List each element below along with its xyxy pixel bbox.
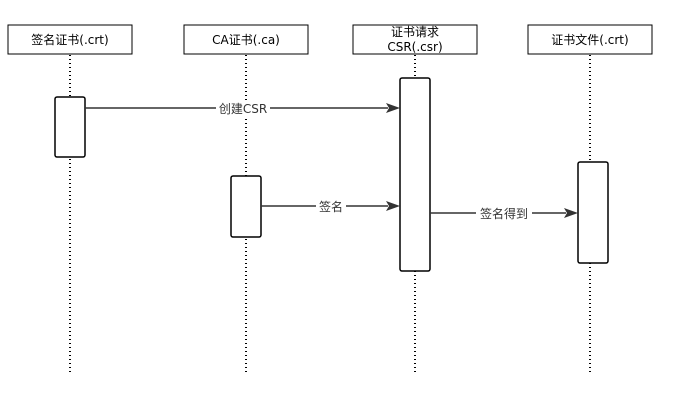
message-sign: 签名 — [261, 198, 400, 214]
participant-label-signing-cert: 签名证书(.crt) — [31, 32, 108, 47]
activation-ca-cert — [230, 175, 262, 238]
message-label-create-csr: 创建CSR — [219, 102, 267, 116]
message-create-csr: 创建CSR — [85, 100, 400, 116]
message-label-signed-result: 签名得到 — [480, 206, 528, 221]
participant-cert-file: 证书文件(.crt) — [527, 24, 653, 55]
arrowhead-icon — [564, 208, 578, 218]
participant-label-ca-cert: CA证书(.ca) — [212, 33, 280, 47]
participant-signing-cert: 签名证书(.crt) — [7, 24, 133, 55]
participant-ca-cert: CA证书(.ca) — [183, 24, 309, 55]
activation-cert-file — [577, 161, 609, 264]
participant-label-csr-line1: 证书请求 — [391, 25, 439, 39]
activation-signing-cert — [54, 96, 86, 158]
message-signed-result: 签名得到 — [430, 205, 578, 221]
activation-csr — [399, 77, 431, 272]
message-label-sign: 签名 — [319, 199, 343, 214]
participant-csr: 证书请求 CSR(.csr) — [352, 24, 478, 55]
arrowhead-icon — [386, 103, 400, 113]
arrowhead-icon — [386, 201, 400, 211]
participant-label-cert-file: 证书文件(.crt) — [551, 32, 628, 47]
participant-label-csr-line2: CSR(.csr) — [387, 40, 442, 54]
